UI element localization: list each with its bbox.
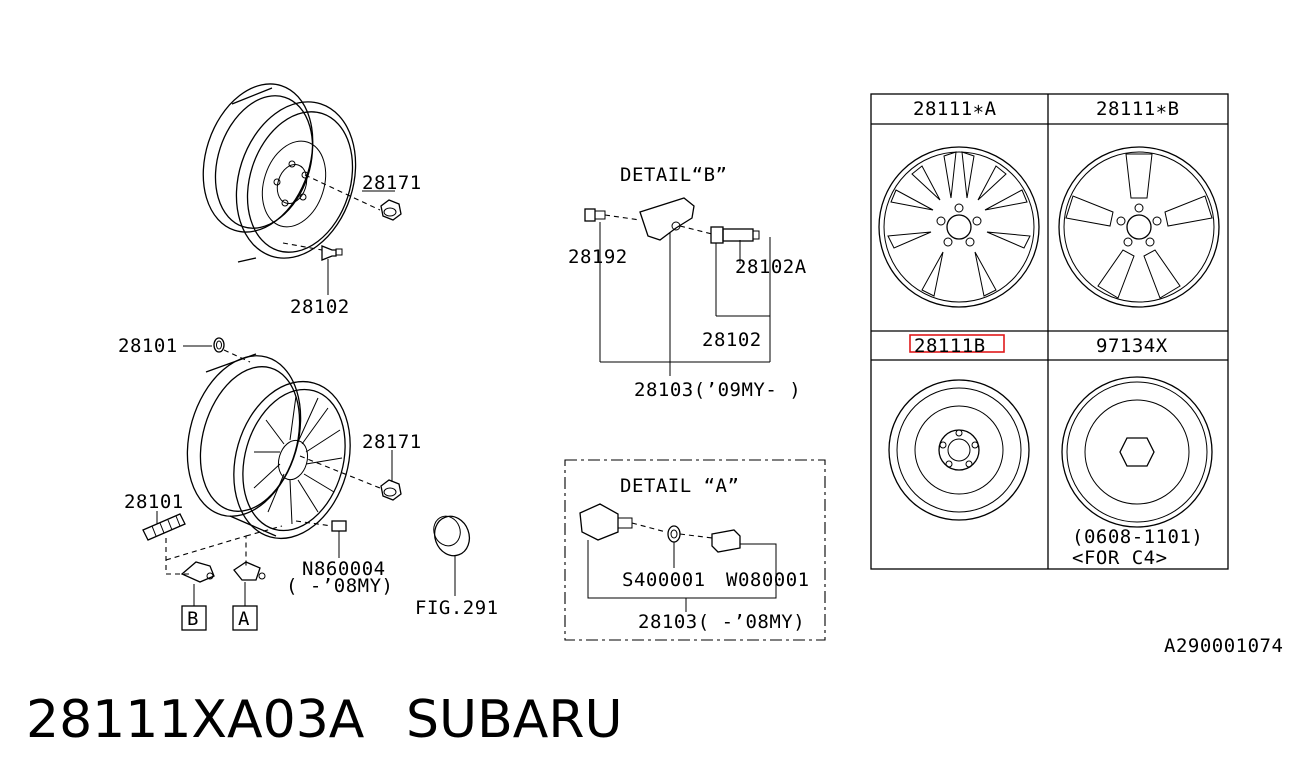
- table-header-a: 28111∗A: [913, 98, 997, 120]
- detail-b-title: DETAIL“B”: [620, 164, 727, 186]
- nut-n860004-icon: [331, 520, 347, 532]
- variant-table: [870, 93, 1229, 570]
- detail-a-frame: [564, 459, 826, 641]
- alloy-wheel-drawing: [186, 353, 351, 540]
- label-alloy-nut-note-1: N860004: [302, 558, 386, 580]
- wheel-nut-icon: [380, 199, 402, 221]
- callout-box-b: [181, 605, 207, 631]
- label-detail-a-left: S400001: [622, 569, 706, 591]
- tpms-valve-icon: [710, 226, 760, 244]
- callout-box-a-label: A: [238, 608, 250, 630]
- tpms-sensor-a-detail-icon: [579, 503, 633, 541]
- part-number: 28111XA03A: [26, 690, 365, 750]
- wheel-variant-b-drawing: [1058, 146, 1220, 308]
- label-top-valve: 28102: [290, 296, 350, 318]
- highlight-28111b: [909, 334, 1005, 353]
- tpms-sensor-body-icon: [639, 197, 695, 241]
- label-alloy-weight: 28101: [124, 491, 184, 513]
- tpms-screw-icon: [584, 208, 606, 222]
- label-detail-b-valve: 28102: [702, 329, 762, 351]
- table-note-2: <FOR C4>: [1072, 547, 1168, 569]
- label-detail-a-right: W080001: [726, 569, 810, 591]
- valve-stem-icon: [321, 245, 343, 261]
- valve-nut-icon: [711, 529, 741, 553]
- label-alloy-nut: 28171: [362, 431, 422, 453]
- label-alloy-nut-note-2: ( -’08MY): [286, 575, 393, 597]
- tpms-sensor-a-icon: [233, 561, 266, 581]
- callout-box-b-label: B: [187, 608, 199, 630]
- balance-ring-icon: [213, 337, 225, 353]
- table-header-b: 28111∗B: [1096, 98, 1180, 120]
- label-alloy-ring: 28101: [118, 335, 178, 357]
- label-detail-b-left: 28192: [568, 246, 628, 268]
- grommet-icon: [667, 525, 681, 543]
- label-detail-b-bottom: 28103(’09MY- ): [634, 379, 801, 401]
- label-detail-b-right: 28102A: [735, 256, 807, 278]
- figure-id: A290001074: [1164, 635, 1283, 657]
- brand-name: SUBARU: [406, 690, 623, 750]
- table-row2-right: 97134X: [1096, 335, 1168, 357]
- wheel-variant-steel-drawing: [888, 379, 1030, 521]
- label-top-wheel-nut: 28171: [362, 172, 422, 194]
- label-detail-a-bottom: 28103( -’08MY): [638, 611, 805, 633]
- callout-box-a: [232, 605, 258, 631]
- table-row2-left: 28111B: [914, 335, 986, 357]
- center-cap-icon: [433, 515, 471, 557]
- alloy-wheel-nut-icon: [380, 479, 402, 501]
- detail-a-title: DETAIL “A”: [620, 475, 739, 497]
- steel-wheel-drawing: [202, 83, 357, 263]
- label-cap-ref: FIG.291: [415, 597, 499, 619]
- tpms-sensor-b-icon: [180, 561, 215, 583]
- balance-weight-icon: [142, 513, 186, 541]
- wheel-variant-spare-drawing: [1061, 376, 1213, 528]
- wheel-variant-a-drawing: [878, 146, 1040, 308]
- table-note-1: (0608-1101): [1072, 526, 1203, 548]
